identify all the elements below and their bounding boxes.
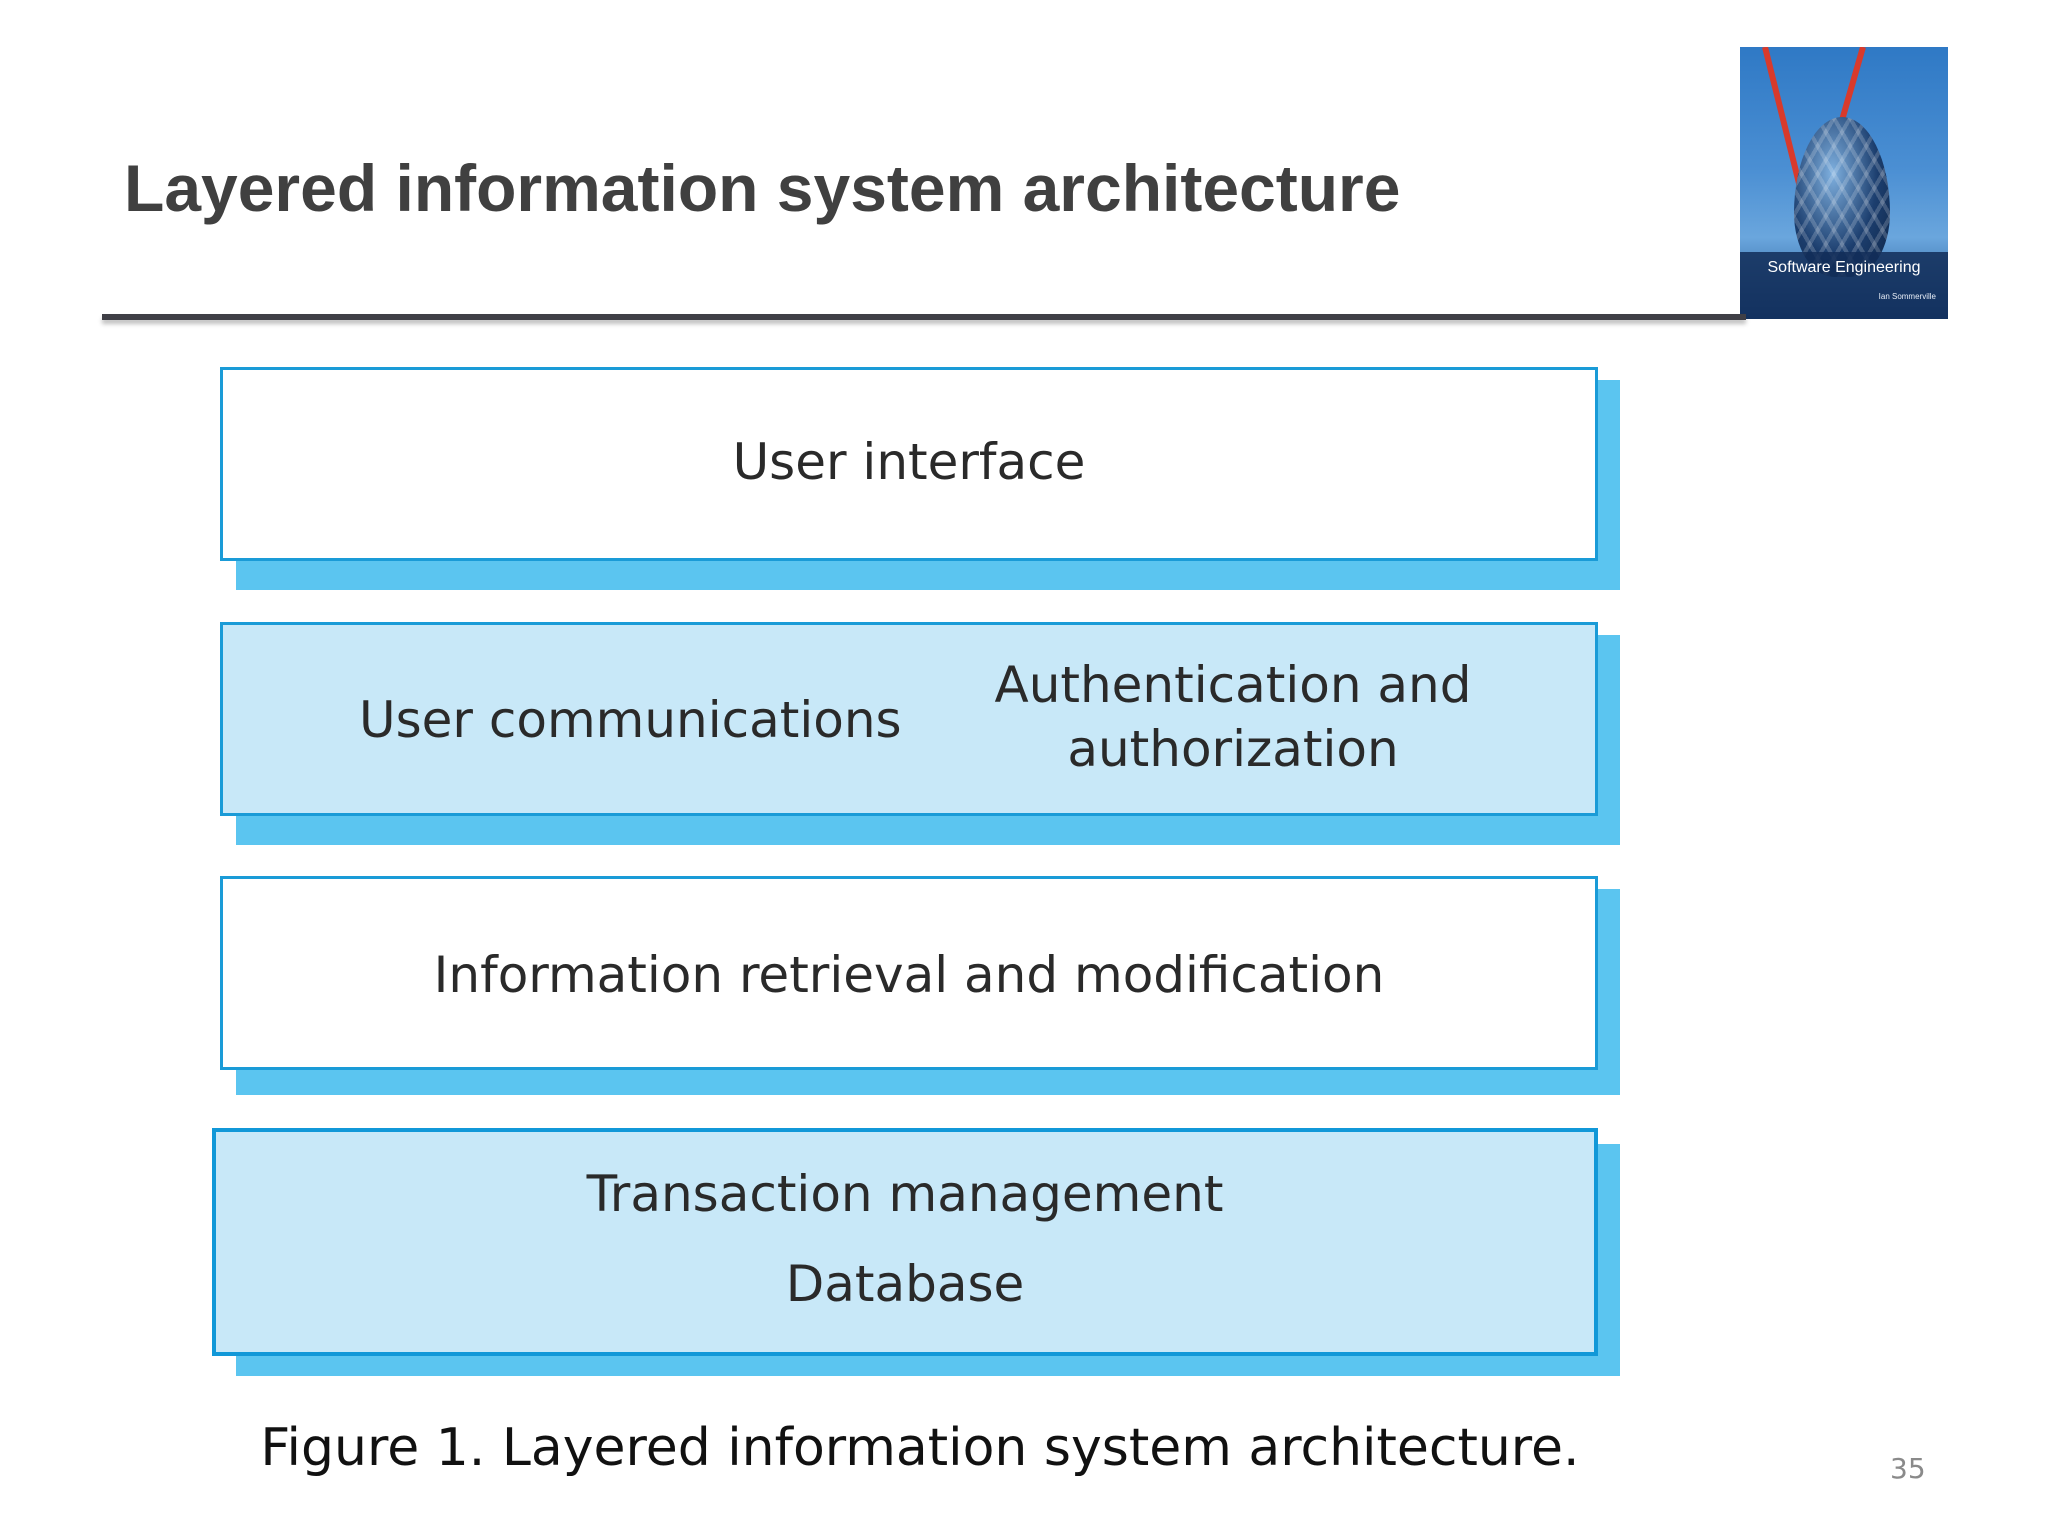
layer-label: User communications bbox=[359, 691, 902, 749]
building-icon bbox=[1794, 117, 1890, 277]
layer-information-retrieval: Information retrieval and modification bbox=[220, 876, 1598, 1070]
layer-user-interface: User interface bbox=[220, 367, 1598, 561]
figure-caption: Figure 1. Layered information system arc… bbox=[260, 1418, 1580, 1478]
layer-user-communications: User communications Authentication and a… bbox=[220, 622, 1598, 816]
layer-label: Authentication and bbox=[994, 656, 1472, 714]
book-title: Software Engineering bbox=[1767, 259, 1921, 276]
book-cover-band bbox=[1740, 252, 1948, 319]
book-cover-image: Software Engineering Ian Sommerville bbox=[1740, 47, 1948, 319]
layer-label: authorization bbox=[1067, 720, 1399, 778]
slide-title: Layered information system architecture bbox=[124, 151, 1401, 225]
page-number: 35 bbox=[1890, 1452, 1926, 1485]
layer-label: Database bbox=[785, 1255, 1025, 1313]
title-divider bbox=[102, 314, 1746, 320]
layer-label: Transaction management bbox=[586, 1165, 1224, 1223]
book-author: Ian Sommerville bbox=[1878, 292, 1936, 301]
layer-transaction-database: Transaction management Database bbox=[212, 1128, 1598, 1356]
layer-label: User interface bbox=[732, 433, 1086, 491]
layer-label: Information retrieval and modification bbox=[433, 946, 1385, 1004]
